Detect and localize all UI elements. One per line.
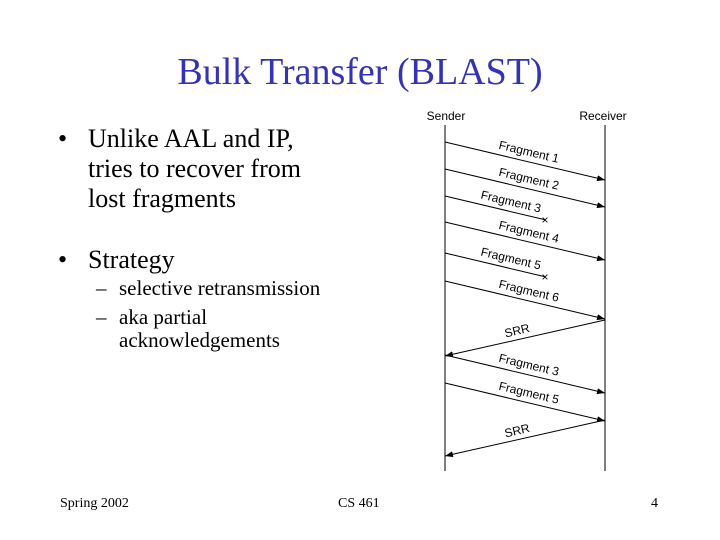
- footer-course: CS 461: [338, 496, 380, 511]
- message-arrow: [444, 168, 606, 209]
- ack-arrow: [444, 419, 606, 458]
- message-label: SRR: [503, 421, 531, 441]
- footer-date: Spring 2002: [60, 496, 129, 511]
- message-arrow: [444, 354, 606, 395]
- dash: –: [96, 305, 107, 329]
- slide-title: Bulk Transfer (BLAST): [177, 51, 543, 93]
- message-arrow: [444, 382, 606, 423]
- bullet-dot: •: [58, 124, 68, 153]
- sub-bullet-text: aka partial: [119, 305, 208, 329]
- dash: –: [96, 276, 107, 300]
- bullet-dot: •: [58, 245, 68, 274]
- message-arrow: [444, 252, 546, 278]
- bullet-text: lost fragments: [88, 184, 237, 213]
- bullet-text: tries to recover from: [88, 154, 301, 183]
- message-arrow: [444, 280, 606, 321]
- lost-x-icon: ×: [541, 213, 548, 227]
- receiver-label: Receiver: [579, 109, 626, 123]
- message-arrow: [444, 195, 546, 221]
- message-label: SRR: [503, 321, 531, 341]
- bullet-text: Unlike AAL and IP,: [88, 124, 294, 153]
- lost-x-icon: ×: [541, 270, 548, 284]
- sub-bullet-text: acknowledgements: [119, 328, 280, 352]
- bullet-text: Strategy: [88, 245, 175, 274]
- sender-label: Sender: [427, 109, 466, 123]
- message-arrow: [444, 141, 606, 182]
- sub-bullet-text: selective retransmission: [119, 276, 321, 300]
- page-number: 4: [651, 496, 658, 511]
- ack-arrow: [444, 319, 606, 358]
- message-arrow: [444, 221, 606, 262]
